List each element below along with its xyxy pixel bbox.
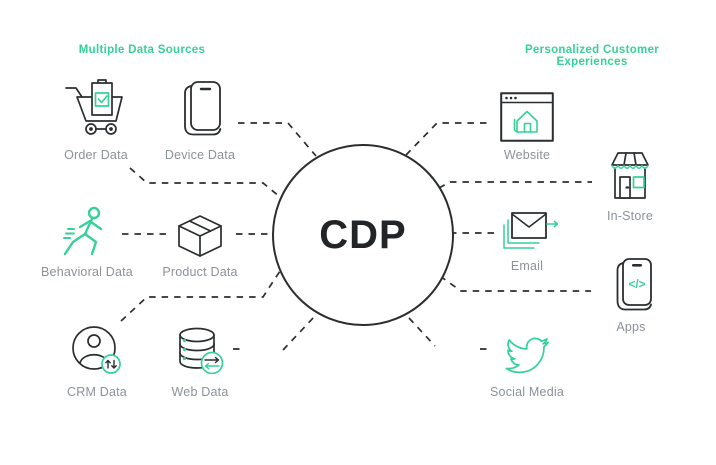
phone-code-icon: </> xyxy=(615,257,655,313)
envelope-icon xyxy=(501,211,559,257)
running-person-icon xyxy=(63,206,113,260)
connector-in-store xyxy=(438,181,592,189)
node-label-email: Email xyxy=(510,259,544,273)
shopping-cart-icon xyxy=(63,78,129,142)
node-label-apps: Apps xyxy=(616,320,646,334)
node-label-behavioral-data: Behavioral Data xyxy=(41,265,133,279)
browser-house-icon xyxy=(500,92,554,142)
connector-social-media xyxy=(408,317,489,350)
connector-order-data xyxy=(129,167,281,198)
node-label-order-data: Order Data xyxy=(64,148,128,162)
database-icon xyxy=(176,326,224,374)
code-glyph: </> xyxy=(628,277,645,291)
node-label-in-store: In-Store xyxy=(606,209,654,223)
connector-crm-data xyxy=(120,270,281,322)
left-section-title: Multiple Data Sources xyxy=(78,44,206,56)
cdp-label: CDP xyxy=(319,212,407,257)
connector-web-data xyxy=(233,316,315,351)
connector-device-data xyxy=(238,122,317,157)
node-label-crm-data: CRM Data xyxy=(67,385,127,399)
box-icon xyxy=(177,214,223,258)
user-circle-icon xyxy=(71,324,121,374)
cdp-circle: CDP xyxy=(272,144,454,326)
node-label-product-data: Product Data xyxy=(162,265,238,279)
connector-website xyxy=(405,122,492,156)
right-section-title: Personalized Customer Experiences xyxy=(524,44,660,68)
twitter-bird-icon xyxy=(502,333,552,379)
node-label-web-data: Web Data xyxy=(171,385,229,399)
node-label-social-media: Social Media xyxy=(490,385,564,399)
node-label-website: Website xyxy=(503,148,551,162)
node-label-device-data: Device Data xyxy=(164,148,236,162)
mobile-device-icon xyxy=(182,80,224,138)
connector-apps xyxy=(439,275,591,292)
storefront-icon xyxy=(603,150,657,202)
